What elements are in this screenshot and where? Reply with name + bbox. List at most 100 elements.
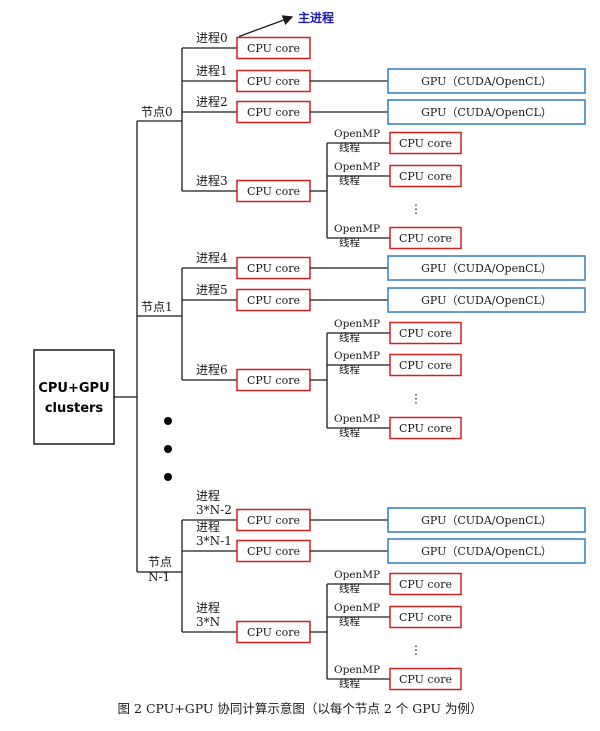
openmp-label-2-2: OpenMP xyxy=(334,664,380,676)
node-continuation-dot-1 xyxy=(164,445,172,453)
gpu-box-0-1-label: GPU（CUDA/OpenCL） xyxy=(421,75,552,88)
gpu-box-1-0-label: GPU（CUDA/OpenCL） xyxy=(421,262,552,275)
cpu-core-box-0-3: CPU core xyxy=(236,179,311,203)
openmp-thread-label-1-2: 线程 xyxy=(339,426,360,439)
openmp-cpu-core-box-0-2-label: CPU core xyxy=(399,232,452,245)
process-label-1-2: 进程6 xyxy=(196,362,228,377)
node-label-1: 节点1 xyxy=(141,300,173,314)
cpu-core-box-0-1: CPU core xyxy=(236,69,311,93)
openmp-thread-label-1-0: 线程 xyxy=(339,331,360,344)
openmp-cpu-core-box-2-2-frame xyxy=(389,667,462,691)
openmp-cpu-core-box-1-0: CPU core xyxy=(389,321,462,345)
cpu-core-box-0-3-label: CPU core xyxy=(247,185,300,198)
openmp-label-1-0: OpenMP xyxy=(334,318,380,330)
node-continuation-dot-2 xyxy=(164,473,172,481)
openmp-cpu-core-box-1-0-frame xyxy=(389,321,462,345)
gpu-box-1-1-frame xyxy=(387,287,586,313)
openmp-thread-label-1-1: 线程 xyxy=(339,363,360,376)
openmp-cpu-core-box-0-1-label: CPU core xyxy=(399,170,452,183)
cpu-core-box-0-0-label: CPU core xyxy=(247,42,300,55)
gpu-box-1-0-frame xyxy=(387,255,586,281)
openmp-label-1-2: OpenMP xyxy=(334,413,380,425)
openmp-continuation-dots-2: ⋮ xyxy=(410,643,422,657)
openmp-thread-label-0-1: 线程 xyxy=(339,174,360,187)
cpu-core-box-2-1: CPU core xyxy=(236,539,311,563)
openmp-cpu-core-box-0-1: CPU core xyxy=(389,164,462,188)
openmp-cpu-core-box-0-0-frame xyxy=(389,131,462,155)
process-label-0-0: 进程0 xyxy=(196,30,228,45)
gpu-box-2-1-frame xyxy=(387,538,586,564)
openmp-label-1-1: OpenMP xyxy=(334,350,380,362)
root-cluster-box: CPU+GPU clusters xyxy=(33,349,115,445)
cpu-core-box-0-0-frame xyxy=(236,36,311,60)
openmp-cpu-core-box-1-0-label: CPU core xyxy=(399,327,452,340)
openmp-cpu-core-box-1-2-label: CPU core xyxy=(399,422,452,435)
openmp-cpu-core-box-1-1-label: CPU core xyxy=(399,359,452,372)
cpu-core-box-1-1: CPU core xyxy=(236,288,311,312)
cpu-core-box-1-2-label: CPU core xyxy=(247,374,300,387)
openmp-thread-label-2-0: 线程 xyxy=(339,582,360,595)
openmp-cpu-core-box-0-1-frame xyxy=(389,164,462,188)
process-label-0-1: 进程1 xyxy=(196,63,228,78)
gpu-box-0-1-frame xyxy=(387,68,586,94)
gpu-box-1-1-label: GPU（CUDA/OpenCL） xyxy=(421,294,552,307)
openmp-continuation-dots-1: ⋮ xyxy=(410,392,422,406)
cpu-core-box-1-0: CPU core xyxy=(236,256,311,280)
gpu-box-0-2-frame xyxy=(387,99,586,125)
process-label-0-3: 进程3 xyxy=(196,173,228,188)
cpu-core-box-1-1-label: CPU core xyxy=(247,294,300,307)
gpu-box-2-0-label: GPU（CUDA/OpenCL） xyxy=(421,514,552,527)
cpu-core-box-0-2: CPU core xyxy=(236,100,311,124)
cpu-core-box-2-0-label: CPU core xyxy=(247,514,300,527)
openmp-cpu-core-box-2-2: CPU core xyxy=(389,667,462,691)
gpu-box-0-2-label: GPU（CUDA/OpenCL） xyxy=(421,106,552,119)
gpu-box-1-0: GPU（CUDA/OpenCL） xyxy=(387,255,586,281)
cpu-core-box-2-1-label: CPU core xyxy=(247,545,300,558)
openmp-thread-label-2-2: 线程 xyxy=(339,677,360,690)
openmp-label-0-0: OpenMP xyxy=(334,128,380,140)
openmp-cpu-core-box-0-2-frame xyxy=(389,226,462,250)
openmp-cpu-core-box-1-2-frame xyxy=(389,416,462,440)
openmp-cpu-core-box-2-0-frame xyxy=(389,572,462,596)
openmp-cpu-core-box-2-0-label: CPU core xyxy=(399,578,452,591)
figure-caption: 图 2 CPU+GPU 协同计算示意图（以每个节点 2 个 GPU 为例） xyxy=(118,701,483,716)
openmp-cpu-core-box-1-1: CPU core xyxy=(389,353,462,377)
openmp-label-0-2: OpenMP xyxy=(334,223,380,235)
openmp-cpu-core-box-1-2: CPU core xyxy=(389,416,462,440)
cpu-core-box-2-0: CPU core xyxy=(236,508,311,532)
main-process-arrow xyxy=(238,15,294,38)
process-label-1-1: 进程5 xyxy=(196,282,228,297)
cpu-core-box-1-0-label: CPU core xyxy=(247,262,300,275)
openmp-cpu-core-box-1-1-frame xyxy=(389,353,462,377)
openmp-cpu-core-box-0-0: CPU core xyxy=(389,131,462,155)
openmp-thread-label-2-1: 线程 xyxy=(339,615,360,628)
gpu-box-2-1: GPU（CUDA/OpenCL） xyxy=(387,538,586,564)
node-continuation-dot-0 xyxy=(164,417,172,425)
openmp-cpu-core-box-2-1-frame xyxy=(389,605,462,629)
openmp-cpu-core-box-0-0-label: CPU core xyxy=(399,137,452,150)
gpu-box-2-0: GPU（CUDA/OpenCL） xyxy=(387,507,586,533)
root-label-line2: clusters xyxy=(45,401,104,416)
openmp-continuation-dots-0: ⋮ xyxy=(410,202,422,216)
cpu-core-box-1-2: CPU core xyxy=(236,368,311,392)
cpu-core-box-0-2-label: CPU core xyxy=(247,106,300,119)
cpu-core-box-0-0: CPU core xyxy=(236,36,311,60)
gpu-box-2-0-frame xyxy=(387,507,586,533)
openmp-label-2-1: OpenMP xyxy=(334,602,380,614)
root-cluster-frame xyxy=(33,349,115,445)
openmp-cpu-core-box-2-2-label: CPU core xyxy=(399,673,452,686)
openmp-label-2-0: OpenMP xyxy=(334,569,380,581)
process-label-1-0: 进程4 xyxy=(196,250,228,265)
cpu-core-box-2-2-label: CPU core xyxy=(247,626,300,639)
openmp-cpu-core-box-2-0: CPU core xyxy=(389,572,462,596)
gpu-box-0-1: GPU（CUDA/OpenCL） xyxy=(387,68,586,94)
root-label-line1: CPU+GPU xyxy=(38,381,109,396)
process-label-0-2: 进程2 xyxy=(196,94,228,109)
gpu-box-2-1-label: GPU（CUDA/OpenCL） xyxy=(421,545,552,558)
